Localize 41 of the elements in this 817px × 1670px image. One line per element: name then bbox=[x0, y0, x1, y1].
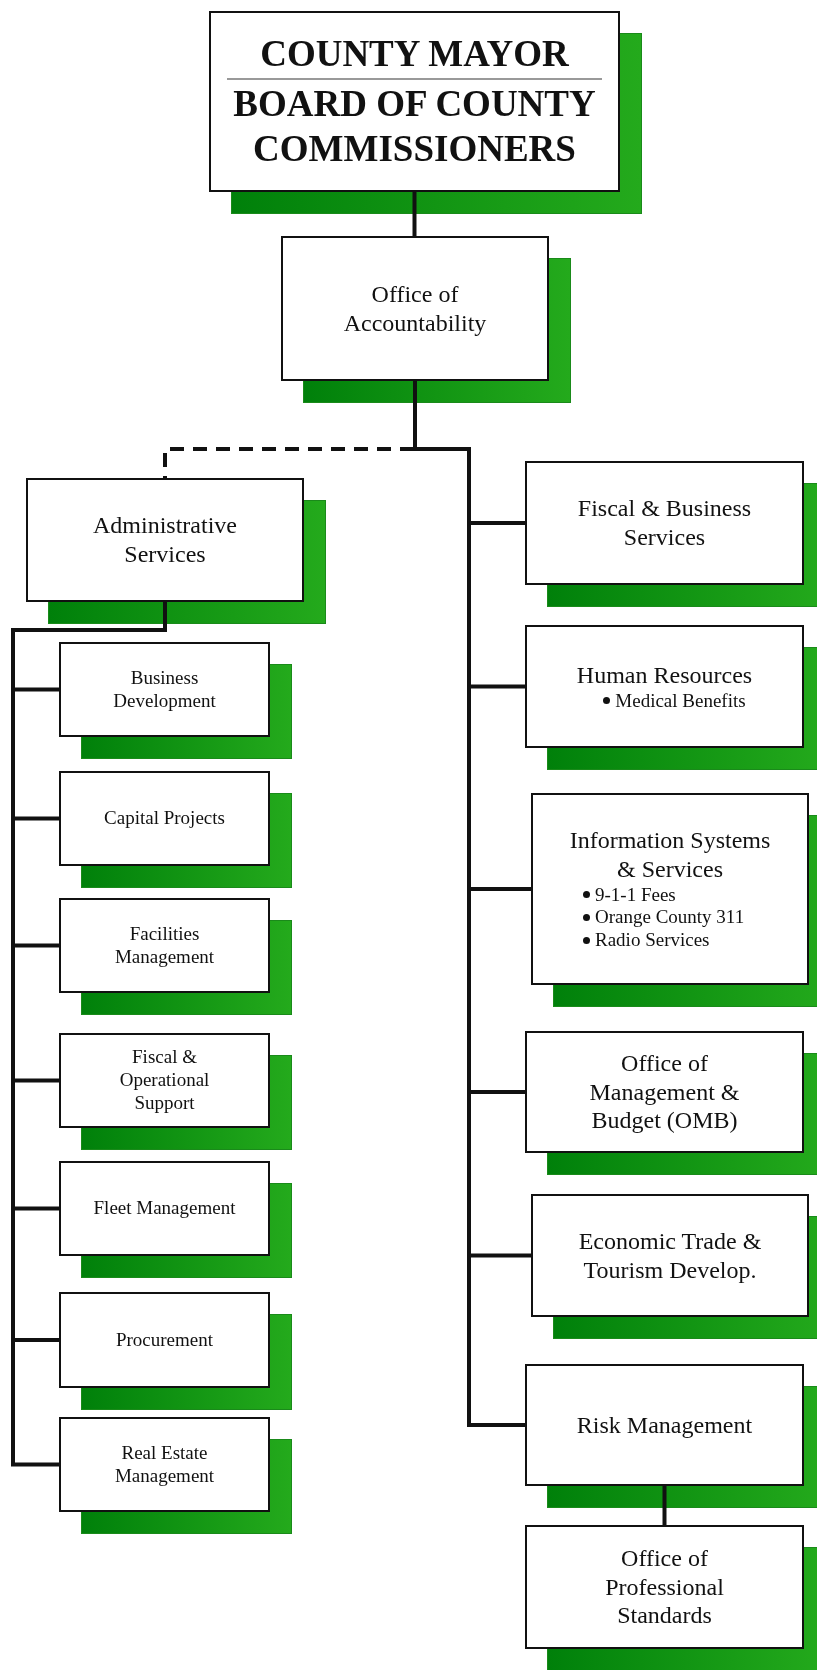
unit-title: Business Development bbox=[112, 666, 217, 713]
org-unit-box bbox=[525, 1525, 804, 1649]
unit-title: Fleet Management bbox=[93, 1197, 236, 1220]
unit-title: Information Systems & Services bbox=[568, 826, 772, 884]
unit-title: Procurement bbox=[115, 1328, 214, 1352]
unit-title: Fiscal & Business Services bbox=[576, 494, 753, 552]
unit-title: Capital Projects bbox=[104, 807, 225, 830]
unit-title: Office of Management & Budget (OMB) bbox=[588, 1048, 741, 1136]
unit-subtitle: BOARD OF COUNTY COMMISSIONERS bbox=[232, 82, 597, 171]
bullet-item: 9-1-1 Fees bbox=[595, 883, 676, 907]
bullet-item: Radio Services bbox=[595, 929, 710, 952]
unit-title: Economic Trade & Tourism Develop. bbox=[577, 1226, 763, 1285]
connector-line bbox=[412, 192, 417, 236]
org-unit-box bbox=[59, 1033, 270, 1128]
org-unit-box bbox=[59, 1292, 270, 1388]
org-unit-box bbox=[525, 461, 804, 585]
unit-title: Fiscal & Operational Support bbox=[118, 1046, 211, 1115]
unit-title: Office of Professional Standards bbox=[604, 1543, 725, 1631]
org-unit-box bbox=[209, 11, 620, 192]
org-unit-box bbox=[59, 642, 270, 737]
org-unit-box bbox=[59, 1417, 270, 1512]
org-unit-box bbox=[525, 1364, 804, 1486]
org-unit-box bbox=[531, 793, 809, 985]
org-unit-box bbox=[281, 236, 549, 381]
unit-title: Administrative Services bbox=[92, 511, 238, 569]
org-unit-box bbox=[59, 898, 270, 993]
org-unit-box bbox=[525, 1031, 804, 1153]
org-unit-box bbox=[59, 771, 270, 866]
unit-title: COUNTY MAYOR bbox=[260, 31, 569, 76]
bullet-item: Medical Benefits bbox=[615, 689, 746, 713]
org-unit-box bbox=[59, 1161, 270, 1256]
unit-title: Risk Management bbox=[576, 1410, 753, 1440]
org-unit-box bbox=[531, 1194, 809, 1317]
unit-title: Office of Accountability bbox=[342, 279, 488, 338]
org-unit-box bbox=[525, 625, 804, 748]
bullet-item: Orange County 311 bbox=[595, 906, 745, 930]
unit-title: Human Resources bbox=[576, 660, 753, 690]
org-unit-box bbox=[26, 478, 304, 602]
connector-line bbox=[662, 1486, 667, 1525]
unit-title: Real Estate Management bbox=[113, 1441, 216, 1488]
unit-title: Facilities Management bbox=[113, 922, 216, 969]
